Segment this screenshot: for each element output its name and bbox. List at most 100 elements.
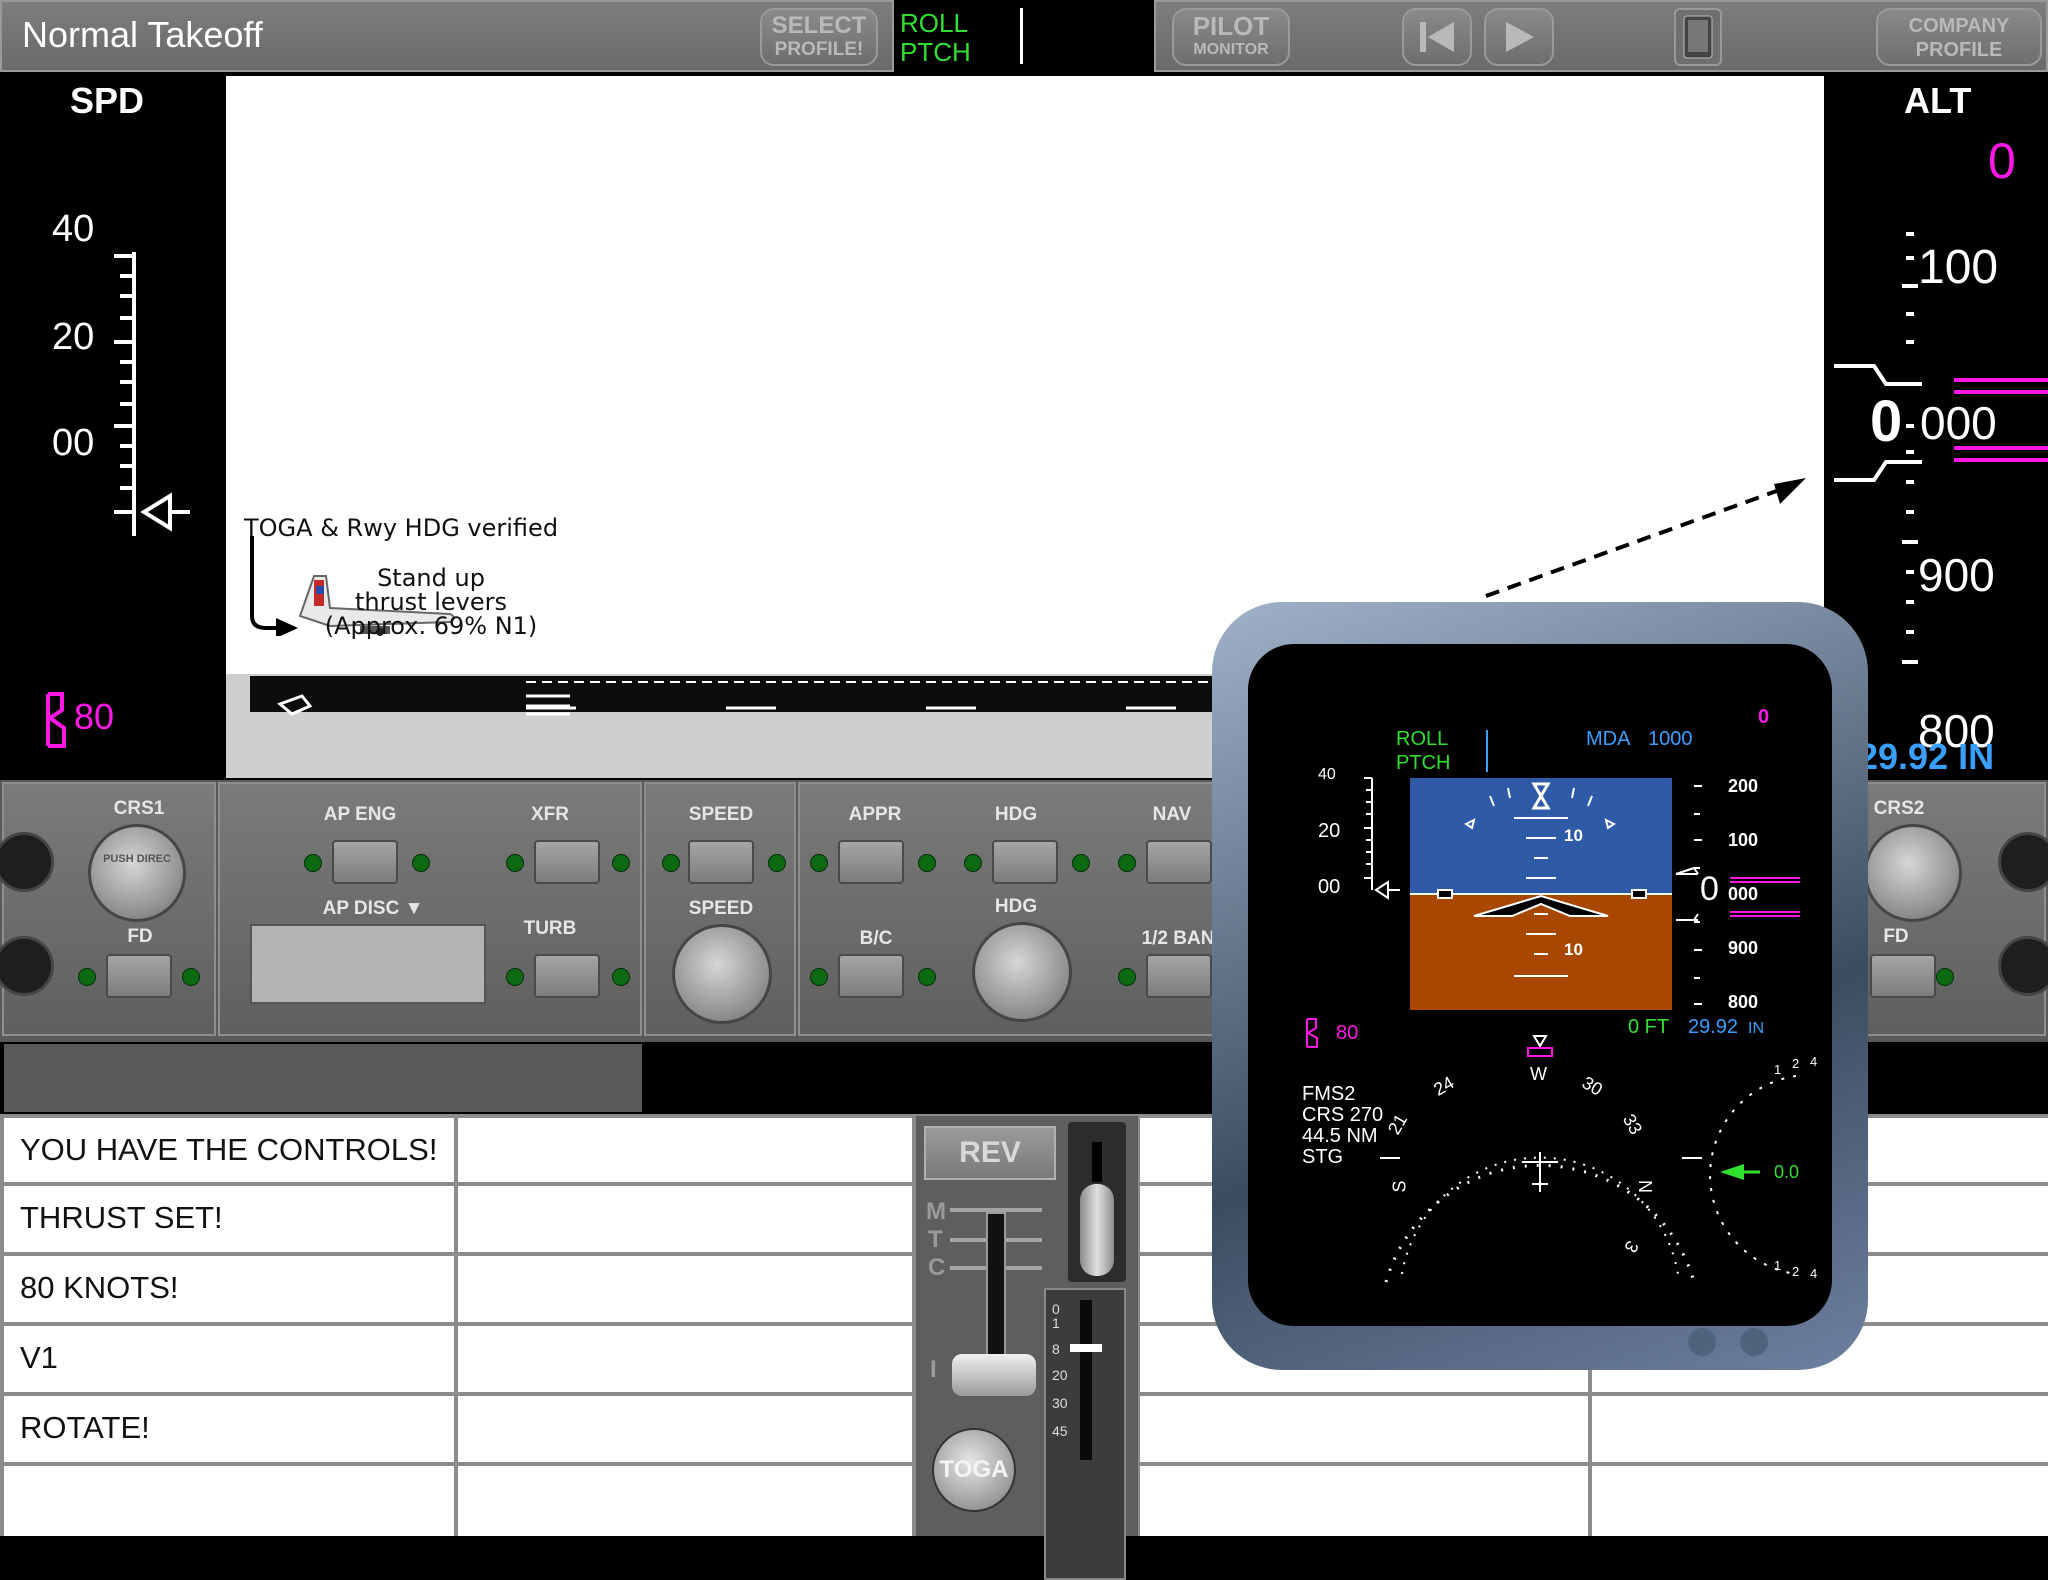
checklist-item[interactable]: ROTATE! (4, 1396, 454, 1462)
fd-right-led (1936, 968, 1954, 986)
crs2-label: CRS2 (1873, 798, 1925, 819)
nav-distance: 44.5 NM (1302, 1125, 1378, 1147)
speed-tape-title: SPD (70, 80, 145, 121)
checklist-item[interactable]: YOU HAVE THE CONTROLS! (4, 1118, 454, 1182)
n1-tick: 20 (1052, 1367, 1068, 1383)
ap-eng-led-l (304, 854, 322, 872)
half-bank-button[interactable] (1146, 954, 1212, 998)
crs2-outer-knob-lower[interactable] (1998, 936, 2048, 996)
select-profile-label-2: PROFILE! (774, 39, 864, 60)
play-icon (1506, 22, 1534, 52)
bc-button[interactable] (838, 954, 904, 998)
speed-mode-button[interactable] (688, 840, 754, 884)
hdg-knob[interactable] (972, 922, 1072, 1022)
turb-button[interactable] (534, 954, 600, 998)
alt-tick-100: 100 (1918, 241, 1999, 294)
appr-led-r (918, 854, 936, 872)
thrust-lever-handle[interactable] (952, 1354, 1036, 1396)
speed-scale (114, 252, 190, 536)
pfd-v-bug-value: 80 (1336, 1022, 1359, 1044)
speed-led-r (768, 854, 786, 872)
pfd-roll-mode: ROLL (1396, 728, 1449, 750)
pilot-monitor-button[interactable]: PILOT MONITOR (1172, 8, 1290, 66)
nav-source: FMS2 (1302, 1083, 1356, 1105)
crs1-outer-knob-lower[interactable] (0, 936, 54, 996)
ap-disc-bar[interactable] (250, 924, 486, 1004)
pfd-altitude-scale (1675, 785, 1800, 1005)
pfd-v-bug-icon (1306, 1018, 1318, 1048)
half-bank-label: 1/2 BAN (1141, 928, 1215, 949)
speed-tick-20: 20 (52, 316, 95, 358)
hdg-knob-label: HDG (994, 896, 1038, 917)
checklist-item[interactable]: THRUST SET! (4, 1186, 454, 1252)
checklist-item[interactable]: 80 KNOTS! (4, 1256, 454, 1322)
speed-knob[interactable] (672, 924, 772, 1024)
xfr-button[interactable] (534, 840, 600, 884)
toga-button[interactable]: TOGA (932, 1428, 1016, 1512)
vsi-tick-1-up: 1 (1774, 1062, 1782, 1077)
checklist-response[interactable] (458, 1326, 912, 1392)
pfd-baro-unit: IN (1748, 1020, 1764, 1037)
hdg-mode-button[interactable] (992, 840, 1058, 884)
reverser-lever-handle[interactable] (1080, 1184, 1114, 1276)
checklist-item[interactable] (4, 1466, 454, 1536)
vsi-tick-2-down: 2 (1792, 1264, 1800, 1279)
speed-led-l (662, 854, 680, 872)
checklist-response[interactable] (458, 1186, 912, 1252)
company-profile-button[interactable]: COMPANY PROFILE (1876, 8, 2042, 66)
current-altitude-big: 0 (1870, 389, 1903, 454)
fd-left-led-r (182, 968, 200, 986)
hsi-label-w: W (1530, 1064, 1547, 1084)
fd-left-button[interactable] (106, 954, 172, 998)
appr-button[interactable] (838, 840, 904, 884)
alt-tick-900: 900 (1918, 549, 1995, 601)
reverse-thrust-button[interactable]: REV (924, 1126, 1056, 1180)
hsi-compass (1380, 1035, 1702, 1283)
crs2-outer-knob-upper[interactable] (1998, 832, 2048, 892)
n1-tick: 0 (1052, 1301, 1060, 1317)
checklist-item[interactable]: V1 (4, 1326, 454, 1392)
nav-button[interactable] (1146, 840, 1212, 884)
crs1-push-label: PUSH DIREC (103, 853, 171, 865)
vsi-value: 0.0 (1774, 1162, 1800, 1182)
hsi-label-s: S (1389, 1180, 1410, 1193)
fd-right-button[interactable] (1870, 954, 1936, 998)
v-speed-bug-value: 80 (74, 696, 115, 737)
ap-eng-label: AP ENG (323, 804, 397, 825)
previous-button[interactable] (1402, 8, 1472, 66)
checklist-cell (1592, 1396, 2048, 1462)
checklist-item-text: ROTATE! (20, 1410, 150, 1445)
zoom-out-icon[interactable] (1688, 1328, 1716, 1356)
crs1-knob[interactable]: PUSH DIREC (88, 824, 186, 922)
selected-altitude: 0 (1988, 133, 2016, 189)
ap-eng-button[interactable] (332, 840, 398, 884)
checklist-response[interactable] (458, 1396, 912, 1462)
checklist-response[interactable] (458, 1256, 912, 1322)
checklist-response[interactable] (458, 1466, 912, 1536)
vsi-scale (1709, 1075, 1797, 1275)
altitude-scale (1834, 232, 2048, 664)
skip-back-icon (1420, 22, 1454, 52)
checklist-response[interactable] (458, 1118, 912, 1182)
zoom-in-icon[interactable] (1740, 1328, 1768, 1356)
pfd-display: ROLL PTCH MDA 1000 0 10 10 40 20 00 (1248, 644, 1832, 1326)
pfd-speed-scale (1364, 777, 1400, 900)
play-button[interactable] (1484, 8, 1554, 66)
control-segment: PILOT MONITOR COMPANY PROFILE (1154, 0, 2048, 72)
fd-left-led-l (78, 968, 96, 986)
pfd-alt-small: 000 (1728, 884, 1759, 904)
thrust-annotation-line-2: thrust levers (354, 588, 507, 616)
hsi-label-n: N (1635, 1180, 1655, 1193)
select-profile-button[interactable]: SELECT PROFILE! (760, 8, 878, 66)
device-button[interactable] (1674, 8, 1722, 66)
crs2-knob[interactable] (1864, 824, 1962, 922)
checklist-item-text: 80 KNOTS! (20, 1270, 179, 1305)
crs1-outer-knob-upper[interactable] (0, 832, 54, 892)
company-profile-label-2: PROFILE (1915, 39, 2003, 61)
pilot-monitor-label-1: PILOT (1192, 11, 1270, 41)
n1-tick: 45 (1052, 1423, 1068, 1439)
roll-mode: ROLL (900, 8, 968, 38)
callout-arrow (1485, 478, 1806, 598)
